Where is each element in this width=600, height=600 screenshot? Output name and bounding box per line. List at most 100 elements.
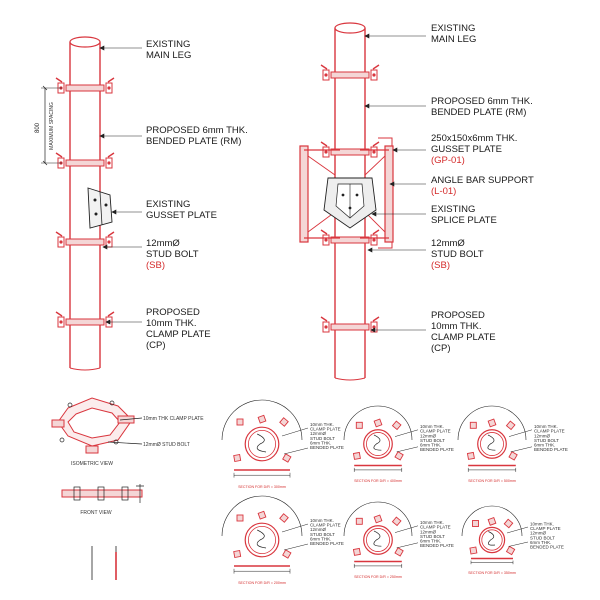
section-4-note-5: BENDED PLATE (420, 543, 454, 548)
right-label-0-line-1: MAIN LEG (431, 34, 476, 45)
right-label-6-line-0: PROPOSED (431, 310, 485, 321)
right-label-6-line-1: 10mm THK. (431, 321, 482, 332)
section-0-note-0: 10mm THK. (310, 422, 334, 427)
section-2-note-5: BENDED PLATE (534, 447, 568, 452)
section-0-note-2: 12mmØ (310, 431, 327, 436)
section-1-note-2: 12mmØ (420, 433, 437, 438)
section-4-note-4: 6mm THK. (420, 539, 441, 544)
left-label-2-line-1: GUSSET PLATE (146, 210, 217, 221)
left-clamp-0 (55, 77, 115, 94)
section-2-caption: SECTION FOR D/R = 500mm (468, 479, 516, 483)
section-5-note-5: BENDED PLATE (530, 545, 564, 550)
right-label-6-line-2: CLAMP PLATE (431, 332, 496, 343)
section-3-note-3: STUD BOLT (310, 532, 335, 537)
section-5-caption: SECTION FOR D/R = 350mm (468, 571, 516, 575)
section-0-note-3: STUD BOLT (310, 436, 335, 441)
right-clamp-2 (320, 229, 380, 246)
angle-bar-support-frame (299, 137, 394, 249)
right-main-leg-top (334, 22, 366, 34)
right-label-5-line-1: STUD BOLT (431, 249, 484, 260)
front-view-title: FRONT VIEW (80, 510, 112, 516)
left-leaders (99, 45, 142, 325)
right-clamp-1 (320, 141, 380, 158)
section-5-note-2: 12mmØ (530, 531, 547, 536)
section-1-caption: SECTION FOR D/R = 400mm (354, 479, 402, 483)
section-4-caption: SECTION FOR D/R = 250mm (354, 575, 402, 579)
section-0-note-4: 6mm THK. (310, 440, 331, 445)
right-label-2-line-0: 250x150x6mm THK. (431, 133, 517, 144)
iso-clamp-label: 10mm THK CLAMP PLATE (143, 416, 204, 422)
section-2-note-4: 6mm THK. (534, 443, 555, 448)
right-label-2-tag: (GP-01) (431, 155, 465, 166)
iso-title: ISOMETRIC VIEW (71, 461, 113, 467)
right-label-5-line-0: 12mmØ (431, 238, 465, 249)
left-label-4-line-0: PROPOSED (146, 307, 200, 318)
dimension-value: 800 (35, 122, 41, 133)
left-clamp-2 (55, 231, 115, 248)
left-label-4-line-3: (CP) (146, 340, 166, 351)
left-spacing-dimension: 800 MAXIMUM SPACING (35, 85, 62, 166)
section-1-note-0: 10mm THK. (420, 424, 444, 429)
right-label-4-line-1: SPLICE PLATE (431, 215, 497, 226)
section-3-note-1: CLAMP PLATE (310, 523, 341, 528)
left-label-3-line-1: STUD BOLT (146, 249, 199, 260)
right-clamp-set (320, 64, 380, 333)
right-clamp-3 (320, 316, 380, 333)
section-5-note-1: CLAMP PLATE (530, 526, 561, 531)
section-4-note-0: 10mm THK. (420, 520, 444, 525)
right-label-3-tag: (L-01) (431, 186, 456, 197)
section-4-note-1: CLAMP PLATE (420, 525, 451, 530)
left-clamp-1 (55, 152, 115, 169)
section-3-note-2: 12mmØ (310, 527, 327, 532)
left-label-2-line-0: EXISTING (146, 199, 190, 210)
existing-splice-plate (323, 177, 377, 229)
section-0-caption: SECTION FOR D/R = 300mm (238, 485, 286, 489)
left-label-1-line-1: BENDED PLATE (RM) (146, 136, 241, 147)
right-label-6-line-3: (CP) (431, 343, 451, 354)
section-1-note-3: STUD BOLT (420, 438, 445, 443)
section-4-note-2: 12mmØ (420, 529, 437, 534)
section-5-note-3: STUD BOLT (530, 535, 555, 540)
section-3-note-4: 6mm THK. (310, 536, 331, 541)
section-5-note-0: 10mm THK. (530, 522, 554, 527)
section-2-note-3: STUD BOLT (534, 438, 559, 443)
left-label-4-line-2: CLAMP PLATE (146, 329, 211, 340)
left-label-0-line-1: MAIN LEG (146, 50, 191, 61)
right-label-5-tag: (SB) (431, 260, 450, 271)
front-view: FRONT VIEW (61, 484, 144, 580)
right-label-4-line-0: EXISTING (431, 204, 475, 215)
right-label-3-line-0: ANGLE BAR SUPPORT (431, 175, 534, 186)
left-existing-gusset-plate (87, 187, 113, 229)
right-label-1-line-0: PROPOSED 6mm THK. (431, 96, 533, 107)
section-1-note-1: CLAMP PLATE (420, 429, 451, 434)
left-labels: EXISTING MAIN LEG PROPOSED 6mm THK.BENDED … (146, 39, 248, 351)
left-label-4-line-1: 10mm THK. (146, 318, 197, 329)
isometric-view: 10mm THK CLAMP PLATE 12mmØ STUD BOLT ISO… (51, 397, 204, 467)
left-label-3-line-0: 12mmØ (146, 238, 180, 249)
left-clamp-3 (55, 311, 115, 328)
left-main-leg-top (69, 36, 101, 48)
section-2-note-1: CLAMP PLATE (534, 429, 565, 434)
section-3-caption: SECTION FOR D/R = 200mm (238, 581, 286, 585)
left-label-1-line-0: PROPOSED 6mm THK. (146, 125, 248, 136)
section-0-note-5: BENDED PLATE (310, 445, 344, 450)
section-4-note-3: STUD BOLT (420, 534, 445, 539)
right-label-0-line-0: EXISTING (431, 23, 475, 34)
section-0-note-1: CLAMP PLATE (310, 427, 341, 432)
right-label-2-line-1: GUSSET PLATE (431, 144, 502, 155)
section-1-note-4: 6mm THK. (420, 443, 441, 448)
section-3-note-5: BENDED PLATE (310, 541, 344, 546)
section-2-note-0: 10mm THK. (534, 424, 558, 429)
section-3-note-0: 10mm THK. (310, 518, 334, 523)
left-label-3-tag: (SB) (146, 260, 165, 271)
right-clamp-0 (320, 64, 380, 81)
section-5-note-4: 6mm THK. (530, 540, 551, 545)
